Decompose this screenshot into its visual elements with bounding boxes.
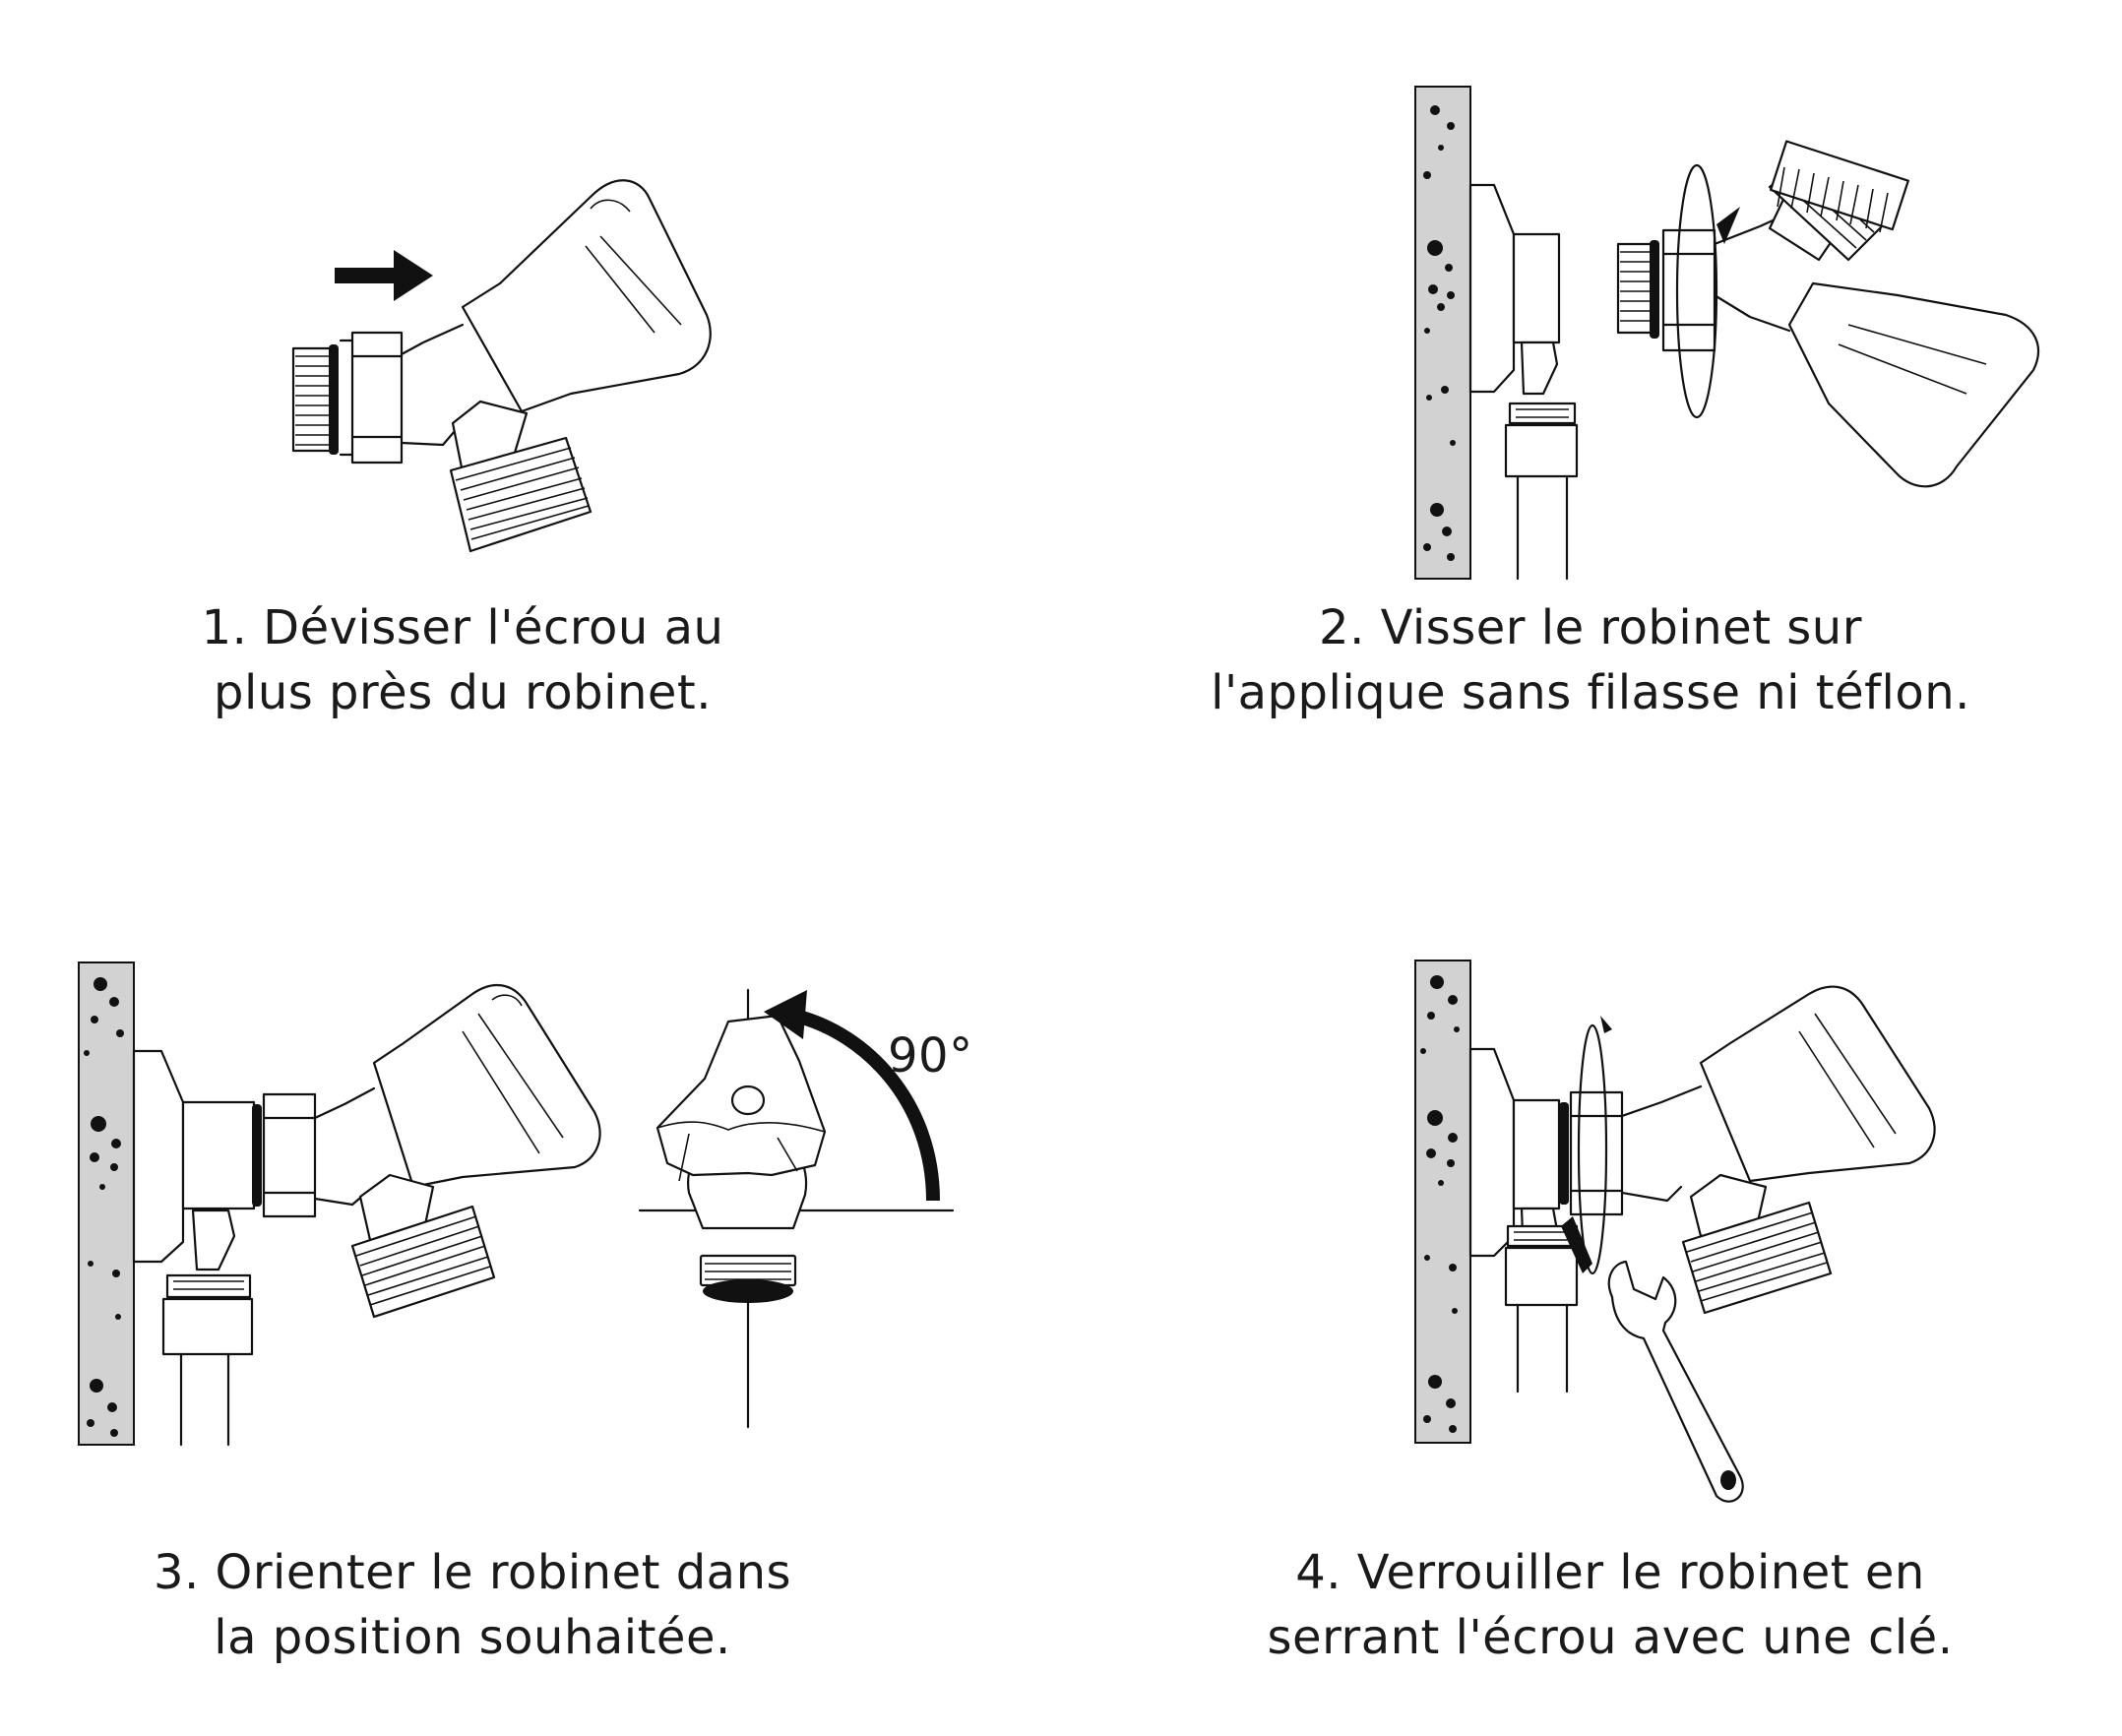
step-1-illustration <box>291 179 712 553</box>
threaded-end <box>1616 242 1654 335</box>
step-1-line2: plus près du robinet. <box>214 665 712 720</box>
front-view <box>638 988 955 1429</box>
wall-fitting <box>1468 1047 1579 1394</box>
o-ring <box>252 1104 262 1207</box>
nut <box>262 1092 317 1218</box>
o-ring <box>1559 1102 1569 1205</box>
tap-handle <box>461 179 712 413</box>
step-2-caption: 2. Visser le robinet sur l'applique sans… <box>1138 595 2043 725</box>
step-3-illustration <box>78 961 955 1447</box>
outlet <box>449 400 593 553</box>
wall-fitting <box>132 1049 256 1447</box>
step-1-panel: 1. Dévisser l'écrou au plus près du robi… <box>0 0 1061 748</box>
step-2-line2: l'applique sans filasse ni téflon. <box>1211 665 1970 720</box>
wall-fitting <box>1468 183 1579 581</box>
step-3-line2: la position souhaitée. <box>214 1610 731 1665</box>
threaded-end <box>291 346 335 453</box>
nut <box>1661 228 1716 352</box>
tap-handle <box>1713 281 2040 488</box>
step-2-illustration <box>1414 86 2040 581</box>
step-3-panel: 90° 3. Orienter le robinet dans la posit… <box>0 886 1061 1736</box>
rotation-arrow-icon <box>764 990 940 1202</box>
rotation-arrow-icon <box>1561 1016 1612 1275</box>
step-1-caption: 1. Dévisser l'écrou au plus près du robi… <box>39 595 886 725</box>
angle-label: 90° <box>888 1028 973 1084</box>
step-4-panel: 4. Verrouiller le robinet en serrant l'é… <box>1061 886 2122 1736</box>
o-ring <box>1650 240 1659 339</box>
step-4-illustration <box>1414 960 1936 1503</box>
wall <box>1414 960 1471 1444</box>
step-3-line1: 3. Orienter le robinet dans <box>153 1545 792 1600</box>
wall <box>1414 86 1471 580</box>
step-4-line2: serrant l'écrou avec une clé. <box>1267 1610 1954 1665</box>
step-3-caption: 3. Orienter le robinet dans la position … <box>39 1540 905 1670</box>
step-2-panel: 2. Visser le robinet sur l'applique sans… <box>1061 0 2122 748</box>
step-2-line1: 2. Visser le robinet sur <box>1319 600 1862 655</box>
wall <box>78 961 135 1446</box>
step-1-line1: 1. Dévisser l'écrou au <box>201 600 724 655</box>
nut <box>339 331 404 465</box>
outlet <box>1713 140 1909 262</box>
step-4-line1: 4. Verrouiller le robinet en <box>1295 1545 1925 1600</box>
outlet <box>313 1173 496 1319</box>
tap-handle <box>313 983 601 1189</box>
step-4-caption: 4. Verrouiller le robinet en serrant l'é… <box>1177 1540 2043 1670</box>
rotation-arrow-icon <box>1675 163 1740 419</box>
wrench-icon <box>1607 1260 1744 1503</box>
o-ring <box>329 344 339 455</box>
tap-handle <box>1620 985 1936 1183</box>
outlet <box>1620 1173 1833 1315</box>
direction-arrow-icon <box>335 250 433 301</box>
